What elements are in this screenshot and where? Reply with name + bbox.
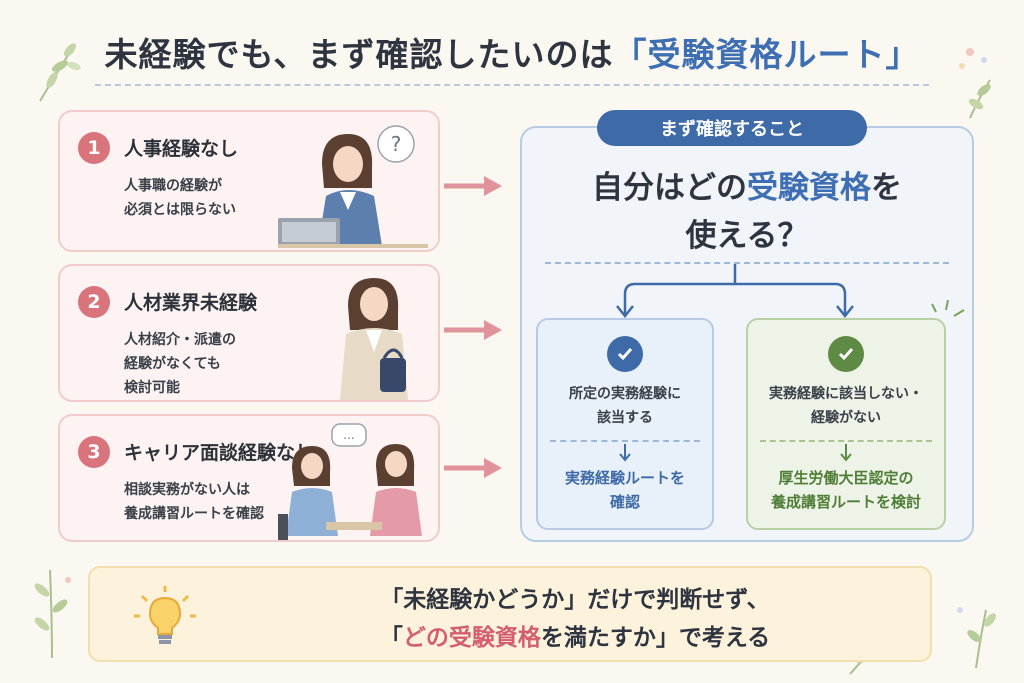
branch-experience: 所定の実務経験に 該当する 実務経験ルートを 確認 [536,318,714,530]
lightbulb-icon [134,586,196,644]
case-card-3: 3 キャリア面談経験なし 相談実務がない人は 養成講習ルートを確認 ... [58,414,440,542]
title-highlight: 「受験資格ルート」 [613,35,920,74]
case-description: 相談実務がない人は 養成講習ルートを確認 [124,482,264,522]
consultation-illustration: ... [278,423,422,540]
case-number: 1 [78,132,110,164]
branch-condition: 実務経験に該当しない・ 経験がない [769,386,923,426]
case-card-2: 2 人材業界未経験 人材紹介・派遣の 経験がなくても 検討可能 [58,264,440,402]
question-bubble-icon: ? [391,132,402,156]
branch-divider [760,440,932,442]
case-title: 人事経験なし [124,138,239,160]
summary-box: 「未経験かどうか」だけで判断せず、 「どの受験資格を満たすか」で考える [88,566,932,662]
panel-question: 自分はどの受験資格を 使える？ [592,170,902,254]
case-number: 3 [78,436,110,468]
branch-result: 厚生労働大臣認定の 養成講習ルートを検討 [770,469,921,511]
arrow-right-icon [444,176,502,196]
arrow-down-icon [619,444,631,462]
leaf-icon [39,43,81,102]
title-divider [95,84,929,86]
leaf-icon [959,48,991,119]
case-title: キャリア面談経験なし [124,442,315,464]
branch-result: 実務経験ルートを 確認 [564,469,685,511]
case-description: 人材紹介・派遣の 経験がなくても 検討可能 [124,332,236,396]
arrow-down-icon [840,444,852,462]
title-prefix: 未経験でも、まず確認したいのは [104,35,614,74]
branch-condition: 所定の実務経験に 該当する [569,386,681,426]
case-description: 人事職の経験が 必須とは限らない [124,178,236,218]
branch-training: 実務経験に該当しない・ 経験がない 厚生労働大臣認定の 養成講習ルートを検討 [746,318,946,530]
person-bag-illustration [340,278,408,400]
panel-label: まず確認すること [597,110,867,146]
panel-divider [545,262,949,264]
speech-bubble-icon: ... [343,428,354,442]
case-number: 2 [78,286,110,318]
leaf-icon [34,569,71,659]
branch-connector [616,264,854,319]
summary-line-1: 「未経験かどうか」だけで判断せず、 [380,587,770,613]
summary-line-2: 「どの受験資格を満たすか」で考える [379,625,771,651]
branch-divider [550,440,700,442]
case-card-1: 1 人事経験なし 人事職の経験が 必須とは限らない ? [58,110,440,252]
check-icon [607,336,643,372]
arrow-right-icon [444,320,502,340]
person-laptop-illustration: ? [278,125,428,248]
arrow-right-icon [444,458,502,478]
page-title: 未経験でも、まず確認したいのは「受験資格ルート」 [0,28,1024,76]
check-icon [828,336,864,372]
case-title: 人材業界未経験 [124,292,258,314]
leaf-icon [957,607,996,669]
sparkle-icon [931,300,965,317]
